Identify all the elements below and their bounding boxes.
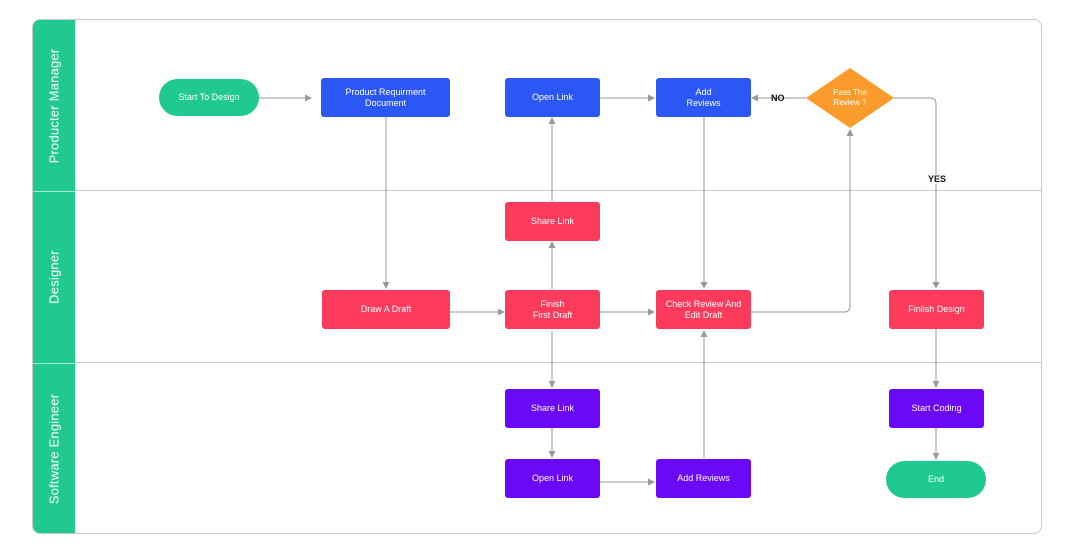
pm-open-link-node[interactable]: Open Link [505,78,600,117]
lane-header-designer: Designer [33,191,75,363]
end-node[interactable]: End [886,461,986,498]
decision-diamond [806,68,894,128]
decision-label[interactable]: Pass The Review ? [833,88,867,107]
se-add-reviews-node[interactable]: Add Reviews [656,459,751,498]
product-requirement-document-node[interactable]: Product Requirment Document [321,78,450,117]
lane-divider-2 [75,362,1041,363]
draw-a-draft-node[interactable]: Draw A Draft [322,290,450,329]
lane-header-divider [33,191,75,192]
edge-label-no: NO [771,93,785,103]
edge-decision-yes [893,97,940,289]
start-coding-node[interactable]: Start Coding [889,389,984,428]
edge-check-to-decision [751,129,854,313]
check-review-node[interactable]: Check Review And Edit Draft [656,290,751,329]
finish-design-node[interactable]: Finlish Design [889,290,984,329]
lane-header-divider [33,363,75,364]
lane-header-software-engineer: Software Engineer [33,363,75,533]
start-to-design-node[interactable]: Start To Design [159,79,259,116]
share-link-node[interactable]: Share Link [505,202,600,241]
finish-first-draft-node[interactable]: Finish First Draft [505,290,600,329]
lane-header-producter-manager: Producter Manager [33,20,75,191]
edge-label-yes: YES [926,174,949,184]
pm-add-reviews-node[interactable]: Add Reviews [656,78,751,117]
se-open-link-node[interactable]: Open Link [505,459,600,498]
lane-divider-1 [75,190,1041,191]
se-share-link-node[interactable]: Share Link [505,389,600,428]
